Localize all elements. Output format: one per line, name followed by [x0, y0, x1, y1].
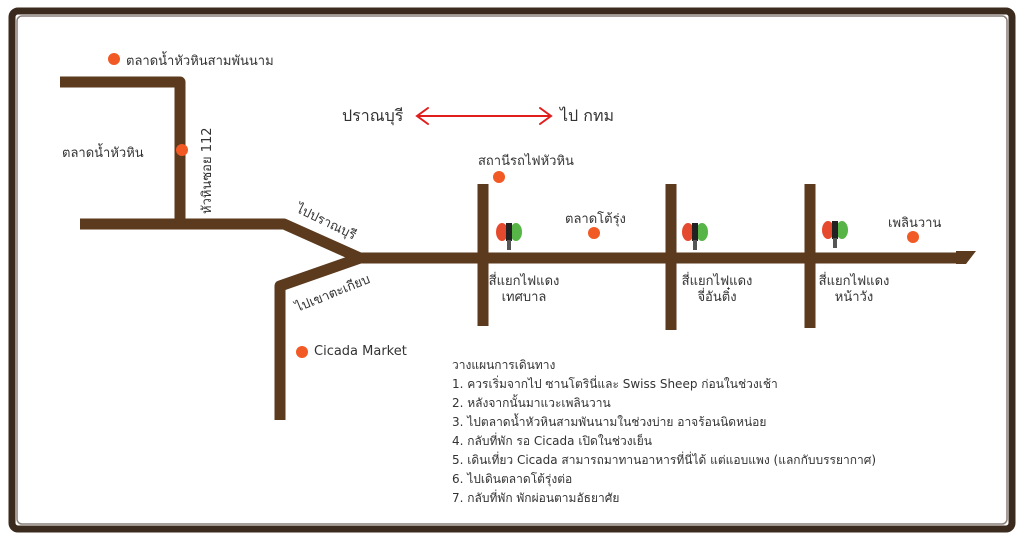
label-intersection-chi-an-ting: สี่แยกไฟแดง จี่อันติ๋ง	[677, 274, 757, 306]
travel-plan-step: 5. เดินเที่ยว Cicada สามารถมาทานอาหารที่…	[452, 453, 877, 467]
label-intersection-na-wang: สี่แยกไฟแดง หน้าวัง	[814, 274, 894, 306]
travel-plan-step: 7. กลับที่พัก พักผ่อนตามอัธยาศัย	[452, 491, 620, 505]
label-to-bangkok: ไป กทม	[560, 106, 615, 125]
label-night-market: ตลาดโต้รุ่ง	[565, 212, 626, 227]
road-to-pranburi	[80, 218, 363, 264]
place-markers	[108, 53, 919, 358]
label-intersection-thesaban: สี่แยกไฟแดง เทศบาล	[484, 274, 564, 306]
marker-cicada-market	[296, 346, 308, 358]
marker-night-market	[588, 227, 600, 239]
travel-plan-title: วางแผนการเดินทาง	[452, 358, 556, 372]
label-soi-112: หัวหินซอย 112	[200, 127, 215, 214]
label-railway-station: สถานีรถไฟหัวหิน	[478, 154, 574, 169]
traffic-signal-thesaban	[496, 223, 522, 250]
traffic-signal-chi-an-ting	[682, 223, 708, 250]
marker-plearnwan	[907, 231, 919, 243]
road-soi-112	[60, 76, 186, 224]
road-end-arrow	[956, 251, 976, 264]
label-intersection-chi-an-ting-line1: สี่แยกไฟแดง	[681, 274, 753, 289]
marker-floating-market-huahin	[176, 144, 188, 156]
label-intersection-chi-an-ting-line2: จี่อันติ๋ง	[697, 290, 737, 305]
marker-railway-station	[493, 171, 505, 183]
label-intersection-na-wang-line2: หน้าวัง	[834, 290, 874, 305]
label-intersection-na-wang-line1: สี่แยกไฟแดง	[818, 274, 890, 289]
map-frame-inner	[16, 15, 1008, 525]
road-to-khao-takiab	[274, 252, 362, 420]
travel-plan-step: 6. ไปเดินตลาดโต้รุ่งต่อ	[452, 472, 573, 486]
label-intersection-thesaban-line1: สี่แยกไฟแดง	[488, 274, 560, 289]
travel-plan-step: 4. กลับที่พัก รอ Cicada เปิดในช่วงเย็น	[452, 434, 652, 448]
marker-floating-market-sampannam	[108, 53, 120, 65]
map-frame	[8, 7, 1016, 533]
travel-plan: วางแผนการเดินทาง 1. ควรเริ่มจากไป ซานโตร…	[452, 356, 876, 508]
label-pranburi: ปราณบุรี	[342, 106, 404, 125]
travel-plan-step: 1. ควรเริ่มจากไป ซานโตรินี่และ Swiss She…	[452, 377, 778, 391]
travel-plan-step: 2. หลังจากนั้นมาแวะเพลินวาน	[452, 396, 611, 410]
traffic-signal-na-wang	[822, 221, 848, 248]
label-floating-market-sampannam: ตลาดน้ำหัวหินสามพันนาม	[126, 54, 274, 69]
direction-arrow	[415, 107, 553, 125]
label-intersection-thesaban-line2: เทศบาล	[501, 290, 547, 305]
label-plearnwan: เพลินวาน	[888, 216, 942, 231]
label-cicada-market: Cicada Market	[314, 344, 407, 359]
label-floating-market-huahin: ตลาดน้ำหัวหิน	[62, 146, 144, 161]
travel-plan-step: 3. ไปตลาดน้ำหัวหินสามพันนามในช่วงบ่าย อา…	[452, 415, 767, 429]
roads	[60, 76, 962, 420]
